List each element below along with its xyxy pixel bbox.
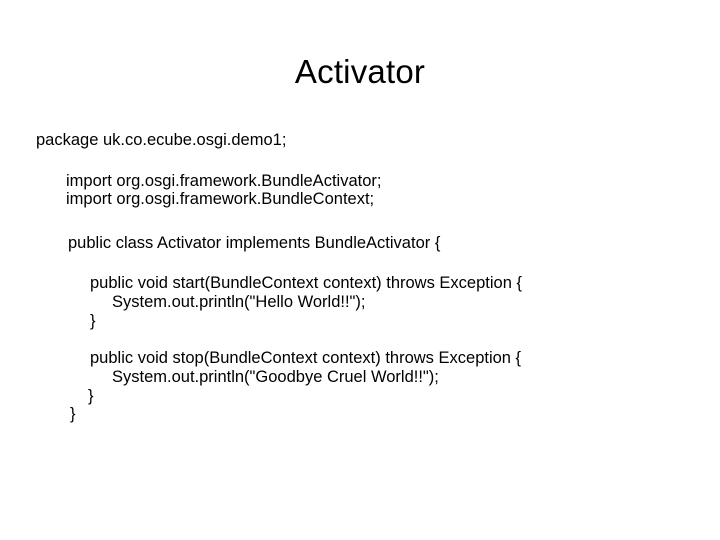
code-line-stop-sig: public void stop(BundleContext context) … [90, 349, 522, 367]
code-line-stop-close: } [88, 387, 94, 405]
code-line-class-close: } [70, 405, 76, 423]
code-line-start-close: } [90, 312, 96, 330]
code-line-stop-println: System.out.println("Goodbye Cruel World!… [112, 368, 439, 386]
code-line-class-decl: public class Activator implements Bundle… [68, 234, 441, 252]
code-line-import-1: import org.osgi.framework.BundleActivato… [66, 172, 382, 190]
code-line-import-2: import org.osgi.framework.BundleContext; [66, 190, 375, 208]
code-line-package: package uk.co.ecube.osgi.demo1; [36, 131, 287, 149]
slide-title: Activator [294, 53, 426, 90]
code-line-start-println: System.out.println("Hello World!!"); [112, 293, 366, 311]
code-line-start-sig: public void start(BundleContext context)… [90, 274, 522, 292]
